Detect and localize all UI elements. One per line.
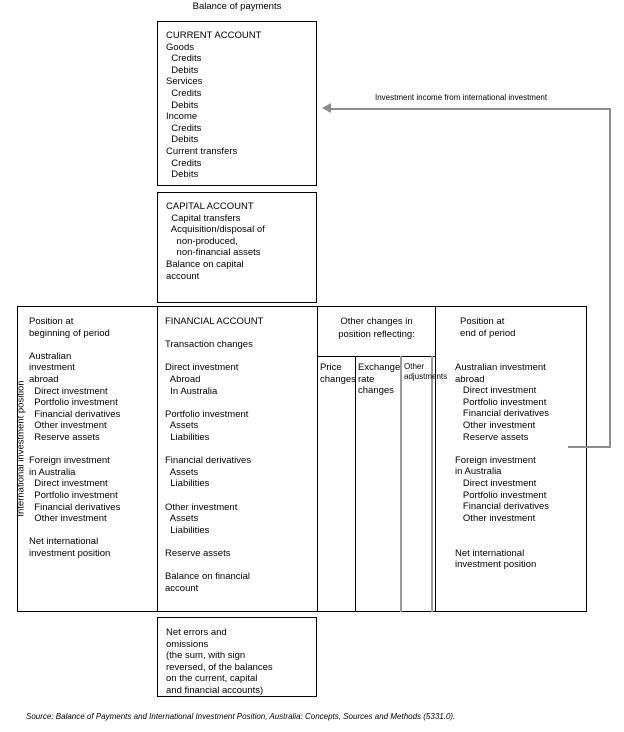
investment-income-arrow-right-segment <box>609 108 611 448</box>
table-divider-column-3 <box>435 306 436 612</box>
table-divider-column-1 <box>157 306 158 612</box>
financial-account-cell: FINANCIAL ACCOUNT Transaction changes Di… <box>165 316 264 594</box>
net-errors-and-omissions-box: Net errors and omissions (the sum, with … <box>157 617 317 697</box>
other-changes-in-position-header: Other changes in position reflecting: <box>338 316 415 340</box>
diagram-title: Balance of payments <box>192 1 282 12</box>
source-note: Source: Balance of Payments and Internat… <box>26 712 456 721</box>
capital-account-box: CAPITAL ACCOUNT Capital transfers Acquis… <box>157 192 317 303</box>
international-investment-position-table <box>17 306 587 612</box>
other-adjustments-column-header: Other adjustments <box>404 362 448 381</box>
net-errors-and-omissions-text: Net errors and omissions (the sum, with … <box>166 627 273 696</box>
international-investment-position-axis-label: International investment position <box>15 380 27 517</box>
position-end-of-period-header: Position at end of period <box>460 316 516 339</box>
table-divider-price-exchange <box>355 356 356 612</box>
current-account-box: CURRENT ACCOUNT Goods Credits Debits Ser… <box>157 21 317 186</box>
table-divider-other-position <box>431 356 433 612</box>
price-changes-column-header: Price changes <box>320 362 356 385</box>
exchange-rate-changes-column-header: Exchange rate changes <box>358 362 401 397</box>
investment-income-arrow-bottom-segment <box>568 446 611 448</box>
current-account-text: CURRENT ACCOUNT Goods Credits Debits Ser… <box>166 30 262 181</box>
position-beginning-of-period-cell: Position at beginning of period Australi… <box>29 316 121 559</box>
investment-income-arrow-head-icon <box>322 103 331 113</box>
investment-income-arrow-top-segment <box>330 108 611 110</box>
investment-income-arrow-label: Investment income from international inv… <box>375 93 548 102</box>
position-end-of-period-cell: Australian investment abroad Direct inve… <box>455 362 549 571</box>
table-divider-exchange-other <box>400 356 402 612</box>
capital-account-text: CAPITAL ACCOUNT Capital transfers Acquis… <box>166 201 265 282</box>
other-changes-header-underline <box>317 356 436 357</box>
table-divider-column-2 <box>317 306 318 612</box>
